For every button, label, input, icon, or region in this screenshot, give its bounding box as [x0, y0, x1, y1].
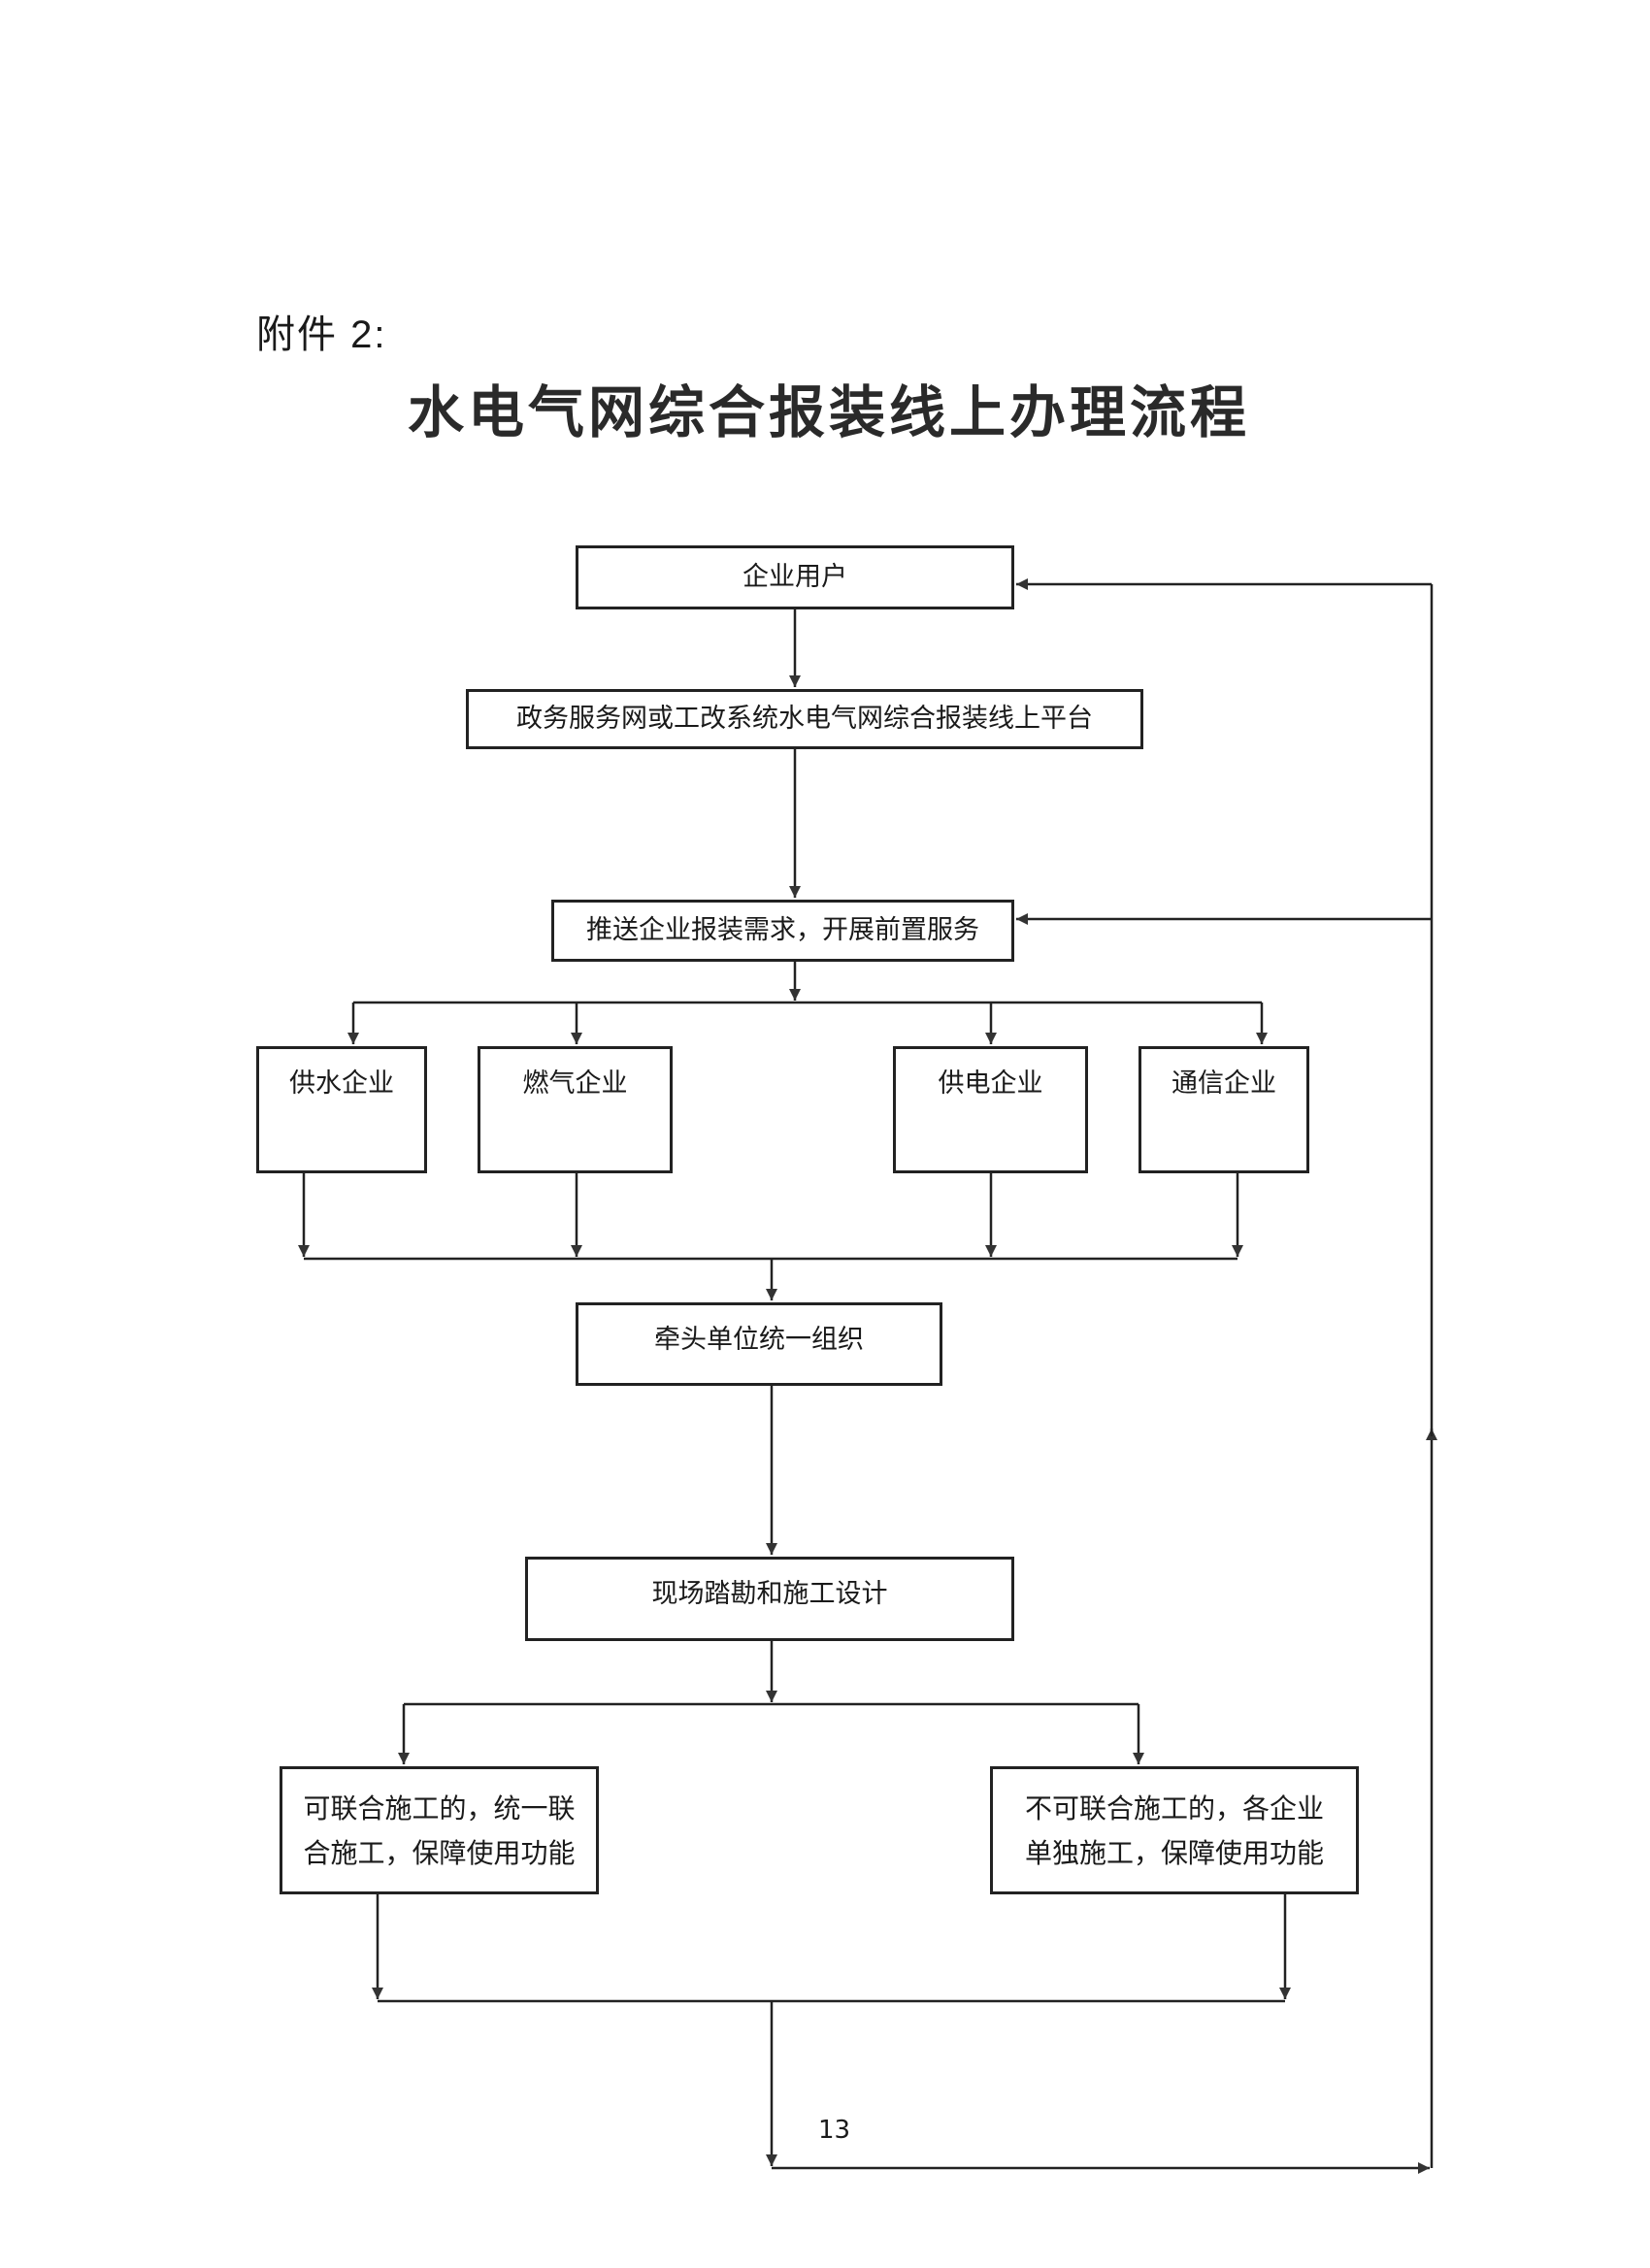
node-telecom-supplier: 通信企业 [1138, 1046, 1309, 1173]
node-label: 燃气企业 [522, 1068, 628, 1099]
node-label: 推送企业报装需求，开展前置服务 [586, 915, 979, 946]
node-label: 企业用户 [742, 562, 847, 593]
node-separate-construction: 不可联合施工的，各企业单独施工，保障使用功能 [990, 1766, 1359, 1894]
attachment-label: 附件 2: [256, 313, 387, 356]
node-label: 通信企业 [1172, 1068, 1276, 1099]
node-label: 牵头单位统一组织 [654, 1325, 864, 1355]
page-number: 13 [818, 2116, 851, 2145]
node-label: 现场踏勘和施工设计 [651, 1579, 888, 1609]
node-enterprise-user: 企业用户 [576, 545, 1014, 609]
node-push-demand: 推送企业报装需求，开展前置服务 [551, 900, 1014, 962]
node-joint-construction: 可联合施工的，统一联合施工，保障使用功能 [280, 1766, 599, 1894]
node-water-supplier: 供水企业 [256, 1046, 427, 1173]
node-label: 政务服务网或工改系统水电气网综合报装线上平台 [516, 704, 1093, 735]
page-title: 水电气网综合报装线上办理流程 [408, 379, 1251, 445]
node-label: 可联合施工的，统一联合施工，保障使用功能 [303, 1792, 576, 1870]
node-gas-supplier: 燃气企业 [478, 1046, 673, 1173]
node-label: 不可联合施工的，各企业单独施工，保障使用功能 [1024, 1792, 1324, 1870]
node-power-supplier: 供电企业 [893, 1046, 1088, 1173]
node-lead-unit: 牵头单位统一组织 [576, 1302, 942, 1386]
node-site-survey: 现场踏勘和施工设计 [525, 1557, 1014, 1641]
node-label: 供电企业 [938, 1068, 1043, 1099]
node-online-platform: 政务服务网或工改系统水电气网综合报装线上平台 [466, 689, 1143, 749]
node-label: 供水企业 [289, 1068, 394, 1099]
